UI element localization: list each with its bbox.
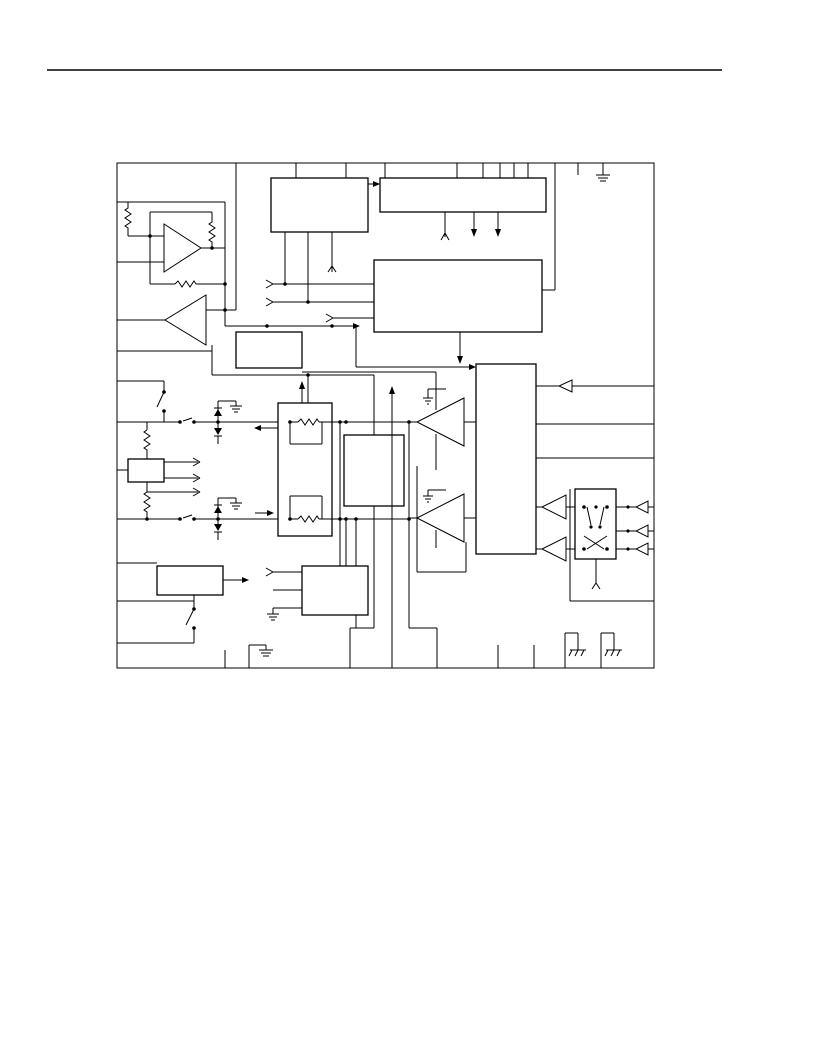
buffer-icon bbox=[164, 294, 207, 346]
logic-block bbox=[475, 363, 537, 555]
ground-icon bbox=[230, 498, 242, 510]
buffer-icon bbox=[634, 542, 649, 556]
control-block bbox=[270, 177, 369, 233]
top-pins bbox=[235, 163, 579, 300]
buffer-icon bbox=[634, 500, 649, 514]
resistor-icon bbox=[297, 418, 320, 426]
interface-block bbox=[343, 434, 405, 507]
chassis-ground-icon bbox=[564, 632, 586, 668]
register-block bbox=[379, 177, 547, 213]
arrow-icon bbox=[389, 386, 395, 394]
chassis-ground-icon bbox=[600, 632, 622, 668]
processing-block bbox=[373, 259, 543, 333]
arrow-icon bbox=[299, 381, 305, 389]
ground-icon bbox=[423, 389, 433, 405]
ground-icon bbox=[259, 645, 273, 657]
diode-icon bbox=[214, 401, 222, 444]
register-outputs bbox=[440, 212, 501, 241]
ground-icon bbox=[596, 163, 610, 182]
reference-block bbox=[235, 331, 303, 369]
switch-icon bbox=[185, 608, 195, 626]
input-markers bbox=[265, 279, 374, 323]
termination-block bbox=[277, 402, 333, 537]
buffer-icon bbox=[557, 379, 573, 393]
resistor-icon bbox=[143, 429, 151, 459]
monitor-block bbox=[156, 565, 224, 596]
output-block bbox=[301, 565, 369, 616]
arrow-icon bbox=[242, 577, 249, 583]
resistor-icon bbox=[143, 491, 151, 519]
sense-block bbox=[127, 458, 165, 483]
ground-icon bbox=[423, 490, 433, 503]
resistor-icon bbox=[174, 280, 197, 288]
ground-icon bbox=[267, 608, 279, 621]
buffer-icon bbox=[634, 524, 649, 538]
ground-icon bbox=[230, 401, 242, 413]
resistor-icon bbox=[208, 212, 216, 248]
switch-icon bbox=[156, 391, 165, 408]
resistor-icon bbox=[297, 515, 320, 523]
buffer-icon bbox=[540, 536, 567, 562]
switch-matrix-block bbox=[574, 488, 617, 560]
diode-icon bbox=[214, 498, 222, 540]
buffer-icon bbox=[540, 494, 567, 520]
amplifier-icon bbox=[163, 223, 202, 273]
arrow-icon bbox=[373, 181, 380, 187]
arrow-icon bbox=[457, 356, 463, 364]
amplifier-icon bbox=[415, 493, 465, 543]
amplifier-icon bbox=[415, 397, 465, 447]
switch-matrix bbox=[582, 505, 609, 590]
resistor-icon bbox=[124, 202, 132, 236]
